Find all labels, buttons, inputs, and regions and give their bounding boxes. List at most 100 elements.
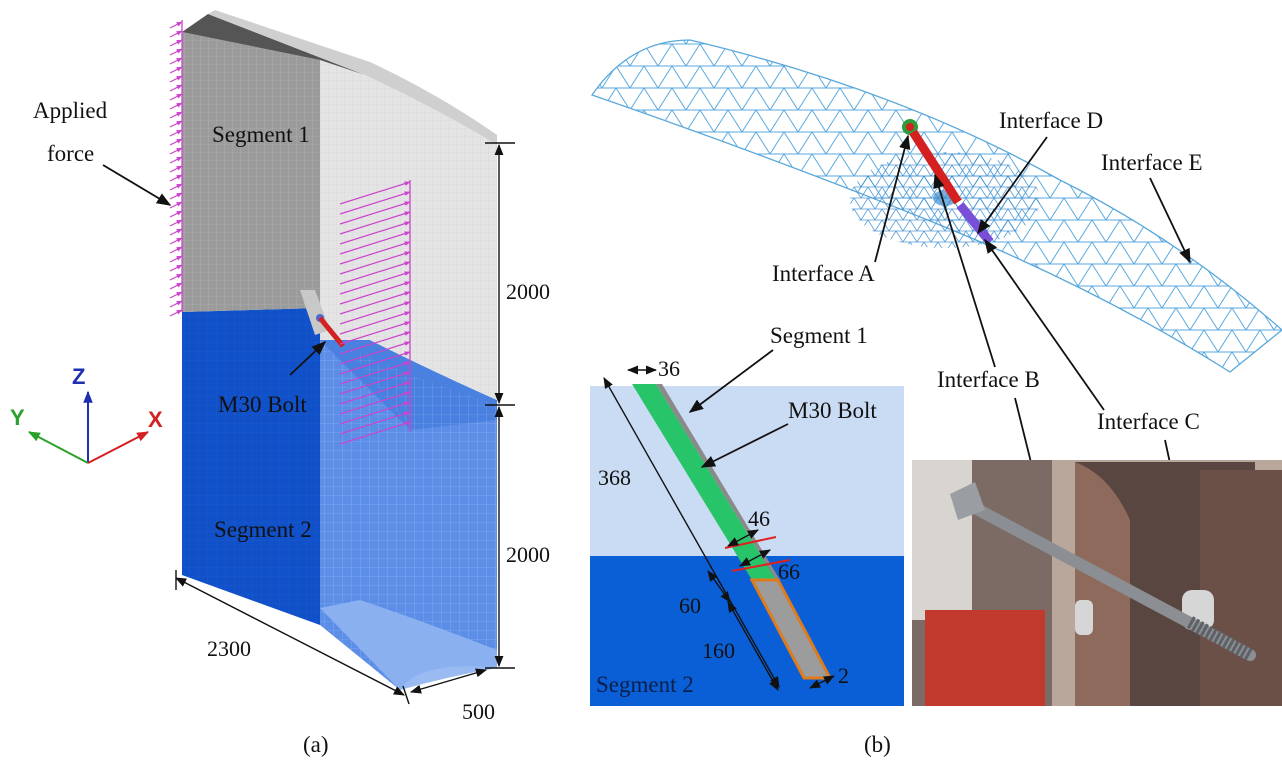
force-arrow [339, 271, 411, 295]
interface-b-label: Interface B [937, 367, 1040, 392]
force-arrow [169, 39, 183, 47]
dimension-height [485, 142, 515, 669]
interface-mesh [590, 39, 1282, 373]
force-arrow [339, 361, 411, 385]
applied-force-label-line1: Applied [33, 98, 108, 123]
force-arrow [339, 371, 411, 395]
caption-b: (b) [864, 732, 891, 757]
force-arrow [169, 84, 183, 92]
force-arrow [339, 341, 411, 365]
bolt-shank-red [909, 129, 962, 205]
force-arrow [169, 93, 183, 101]
force-arrow [169, 201, 183, 209]
force-arrow [169, 120, 183, 128]
force-arrow [169, 192, 183, 200]
force-arrow [339, 231, 411, 255]
force-arrow [169, 255, 183, 263]
dim-46: 46 [748, 506, 770, 531]
axis-triad: Z Y X [10, 364, 163, 464]
force-arrow [339, 261, 411, 285]
photo-bolt [954, 494, 1256, 661]
force-arrow [339, 311, 411, 335]
force-arrow [169, 57, 183, 65]
dimension-2000-lower: 2000 [506, 542, 550, 567]
force-arrow [169, 282, 183, 290]
segment-1-block [182, 10, 497, 400]
force-arrow [339, 421, 411, 445]
force-arrow [169, 309, 183, 317]
x-axis-label: X [148, 407, 163, 432]
force-arrow [339, 351, 411, 375]
panel-b: Interface D Interface E Interface A Inte… [590, 39, 1282, 757]
section-dimensions [603, 365, 836, 691]
bolt-shank-purple [956, 202, 994, 245]
m30-bolt-label: M30 Bolt [218, 392, 307, 417]
force-arrow [339, 211, 411, 235]
force-arrow [169, 21, 183, 29]
dim-60: 60 [679, 593, 701, 618]
y-axis-label: Y [10, 405, 25, 430]
dim-368: 368 [598, 465, 631, 490]
section-segment-2-label: Segment 2 [596, 672, 694, 697]
m30-bolt-pointer [289, 341, 327, 376]
force-arrow [169, 210, 183, 218]
dim-160: 160 [702, 638, 735, 663]
z-axis-label: Z [72, 364, 85, 389]
dimension-2000-upper: 2000 [506, 279, 550, 304]
dimension-width [175, 570, 488, 705]
panel-a: Applied force Segment 1 Segment 2 M30 Bo… [10, 10, 550, 757]
force-arrow [339, 241, 411, 265]
section-m30-bolt-label: M30 Bolt [788, 398, 877, 423]
force-arrow [339, 331, 411, 355]
segment-1-top-face [182, 14, 365, 75]
force-arrow-group-right [339, 181, 411, 445]
force-arrow [339, 321, 411, 345]
force-arrow [339, 201, 411, 225]
force-arrow [339, 301, 411, 325]
force-arrow [339, 391, 411, 415]
force-arrow [169, 138, 183, 146]
interface-c-label: Interface C [1097, 409, 1200, 434]
segment-1-label: Segment 1 [212, 122, 310, 147]
dimension-500: 500 [462, 699, 495, 724]
force-arrow [169, 246, 183, 254]
segment-2-label: Segment 2 [214, 517, 312, 542]
applied-force-label-line2: force [47, 141, 94, 166]
interface-e-label: Interface E [1101, 150, 1203, 175]
force-arrow-group-left [169, 21, 183, 317]
force-arrow [339, 181, 411, 205]
y-axis [27, 431, 89, 464]
force-arrow [339, 221, 411, 245]
force-arrow [169, 174, 183, 182]
caption-a: (a) [303, 732, 329, 757]
force-arrow [169, 75, 183, 83]
force-arrow [339, 191, 411, 215]
interface-a-label: Interface A [772, 261, 875, 286]
dim-66: 66 [778, 559, 800, 584]
force-arrow [339, 251, 411, 275]
force-arrow [169, 147, 183, 155]
force-arrow [169, 237, 183, 245]
x-axis [87, 431, 150, 464]
force-arrow [169, 102, 183, 110]
force-arrow [339, 291, 411, 315]
force-arrow [169, 66, 183, 74]
force-arrow [339, 411, 411, 435]
section-segment-1-label: Segment 1 [770, 323, 868, 348]
applied-force-pointer [102, 164, 172, 206]
force-arrow [339, 401, 411, 425]
force-arrow [169, 48, 183, 56]
force-arrow [169, 156, 183, 164]
force-arrow [339, 281, 411, 305]
bolt-cross-section [590, 384, 904, 706]
force-arrow [169, 111, 183, 119]
force-arrow [169, 30, 183, 38]
dim-2: 2 [838, 663, 849, 688]
dim-36: 36 [658, 356, 680, 381]
force-arrow [169, 228, 183, 236]
force-arrow [169, 129, 183, 137]
force-arrow [169, 264, 183, 272]
force-arrow [169, 291, 183, 299]
dimension-2300: 2300 [207, 636, 251, 661]
